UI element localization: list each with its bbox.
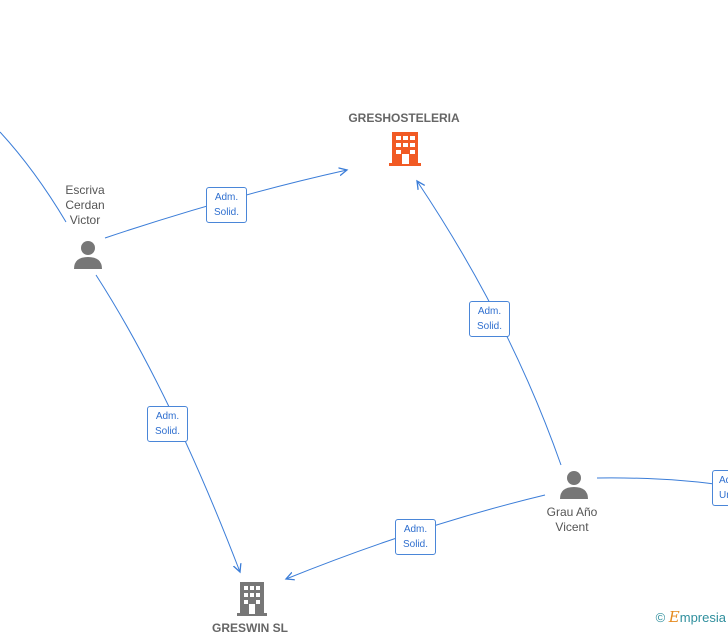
- edge-label-escriva-greswin: Adm. Solid.: [147, 406, 188, 442]
- brand-watermark: © Empresia: [656, 608, 726, 626]
- person-label-grau[interactable]: Grau Año Vicent: [546, 505, 598, 534]
- company-label-greswin[interactable]: GRESWIN SL: [211, 621, 288, 635]
- edge-grau-offscreen: [596, 477, 728, 487]
- person-icon[interactable]: [559, 469, 589, 499]
- edge-label-grau-offscreen: Adm. Uni.: [712, 470, 728, 506]
- person-icon[interactable]: [73, 239, 103, 269]
- company-name-line1: GRESHOSTELERIA: [348, 111, 460, 125]
- copyright-symbol: ©: [655, 610, 666, 625]
- edge-label-escriva-greshosteleria: Adm. Solid.: [206, 187, 247, 223]
- edge-offscreen-to-escriva: [0, 131, 67, 223]
- person-label-escriva[interactable]: Escriva Cerdan Victor: [65, 183, 105, 227]
- building-icon[interactable]: [389, 132, 421, 166]
- brand-initial: E: [668, 608, 680, 626]
- brand-name: mpresia: [679, 610, 726, 625]
- edge-label-grau-greswin: Adm. Solid.: [395, 519, 436, 555]
- building-icon[interactable]: [237, 582, 267, 616]
- edge-label-grau-greshosteleria: Adm. Solid.: [469, 301, 510, 337]
